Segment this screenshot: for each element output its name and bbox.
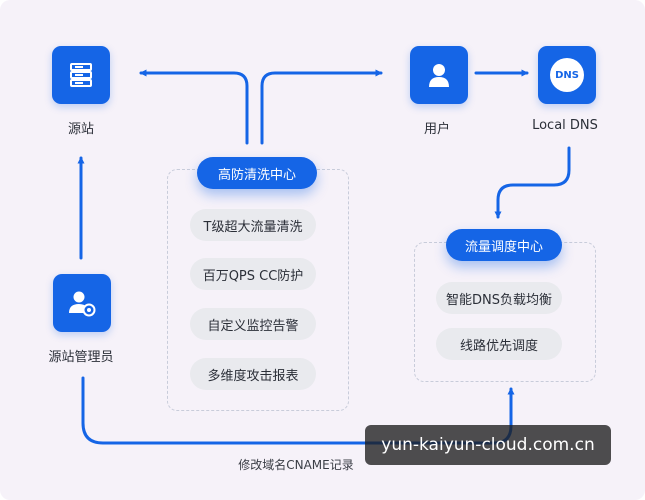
user-label: 用户 xyxy=(423,122,451,137)
feature-pill: 线路优先调度 xyxy=(436,328,562,360)
server-icon xyxy=(70,63,92,87)
arrow-dns-to-scheduling xyxy=(494,146,571,219)
dns-icon-text: DNS xyxy=(555,69,579,81)
watermark-label: yun-kaiyun-cloud.com.cn xyxy=(365,425,611,465)
local-dns-label: Local DNS xyxy=(532,118,598,133)
admin-user-icon xyxy=(69,291,96,317)
scrubbing-center-title[interactable]: 高防清洗中心 xyxy=(197,157,317,189)
local-dns-node[interactable]: DNS xyxy=(538,46,596,104)
feature-pill: 智能DNS负载均衡 xyxy=(436,282,562,314)
origin-admin-label: 源站管理员 xyxy=(48,350,114,365)
origin-server-label: 源站 xyxy=(67,122,95,137)
cname-caption: 修改域名CNAME记录 xyxy=(238,458,354,472)
origin-server-node[interactable] xyxy=(52,46,110,104)
user-node[interactable] xyxy=(410,46,468,104)
feature-pill: 百万QPS CC防护 xyxy=(190,258,316,290)
origin-admin-node[interactable] xyxy=(53,274,111,332)
feature-pill: 自定义监控告警 xyxy=(190,308,316,340)
dns-icon: DNS xyxy=(550,58,584,92)
arrow-scrubbing-to-origin xyxy=(139,69,249,145)
feature-pill: T级超大流量清洗 xyxy=(190,209,316,241)
feature-pill: 多维度攻击报表 xyxy=(190,358,316,390)
arrow-scrubbing-to-user xyxy=(260,69,383,145)
user-icon xyxy=(429,64,449,87)
traffic-scheduling-title[interactable]: 流量调度中心 xyxy=(446,229,562,261)
